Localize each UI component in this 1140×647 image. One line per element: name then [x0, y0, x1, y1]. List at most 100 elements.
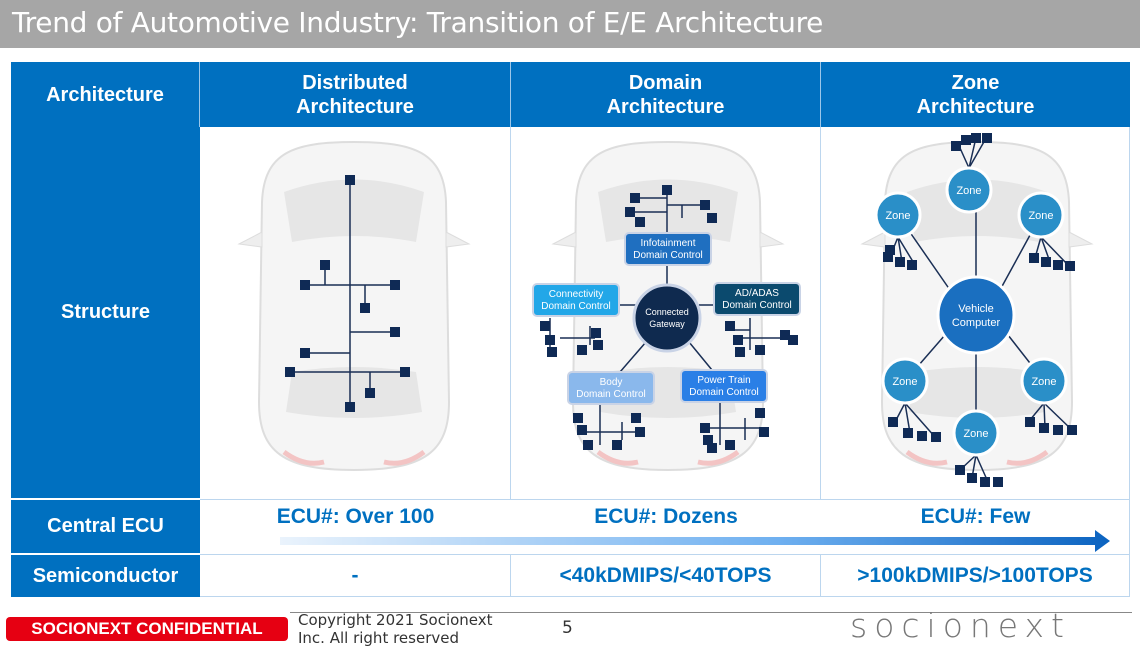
- ecu-node: [300, 280, 310, 290]
- ecu-node: [630, 193, 640, 203]
- row-label-semiconductor: Semiconductor: [11, 555, 200, 597]
- ecu-node: [955, 465, 965, 475]
- row-label-structure: Structure: [11, 127, 200, 500]
- ecu-node: [1065, 261, 1075, 271]
- ecu-node: [759, 427, 769, 437]
- zone-node: Zone: [952, 409, 1000, 457]
- ecu-node: [931, 432, 941, 442]
- structure-distributed: [200, 127, 511, 500]
- ecu-node: [967, 473, 977, 483]
- zone-network: [889, 139, 1073, 483]
- ecu-node: [982, 133, 992, 143]
- domain-label: Body: [600, 377, 623, 388]
- ecu-node: [700, 200, 710, 210]
- transition-arrow: [280, 530, 1110, 552]
- ecu-node: [577, 425, 587, 435]
- ecu-node: [1039, 423, 1049, 433]
- ecu-node: [540, 321, 550, 331]
- domain-label: Power Train: [697, 375, 750, 386]
- socionext-logo: socionext: [850, 606, 1071, 645]
- domain-ecu-nodes: [540, 185, 798, 453]
- ecu-node: [300, 348, 310, 358]
- ecu-node: [625, 207, 635, 217]
- semiconductor-distributed: -: [200, 555, 511, 597]
- ecu-zone: ECU#: Few: [920, 505, 1031, 528]
- ecu-node: [951, 141, 961, 151]
- ecu-node: [400, 367, 410, 377]
- row-label-architecture: Architecture: [11, 62, 200, 127]
- ecu-node: [725, 321, 735, 331]
- ecu-node: [1025, 417, 1035, 427]
- ecu-domain: ECU#: Dozens: [594, 505, 738, 528]
- ecu-node: [390, 327, 400, 337]
- ecu-node: [755, 408, 765, 418]
- ecu-node: [885, 245, 895, 255]
- ecu-node: [788, 335, 798, 345]
- footer-divider: [290, 612, 1132, 613]
- domain-label: Domain Control: [689, 387, 758, 398]
- central-ecu-row: [200, 500, 1130, 555]
- header-line: Architecture: [296, 95, 414, 118]
- zone-node: Zone: [874, 191, 922, 239]
- gateway-label: Connected: [645, 307, 689, 317]
- ecu-node: [593, 340, 603, 350]
- ecu-node: [360, 303, 370, 313]
- ecu-node: [573, 413, 583, 423]
- ecu-node: [365, 388, 375, 398]
- ecu-node: [707, 213, 717, 223]
- ecu-node: [703, 435, 713, 445]
- domain-label: AD/ADAS: [735, 288, 779, 299]
- ecu-node: [993, 477, 1003, 487]
- zone-label: Zone: [892, 376, 917, 388]
- domain-network: [549, 190, 790, 445]
- zone-label: Zone: [963, 428, 988, 440]
- ecu-node: [612, 440, 622, 450]
- zone-label: Zone: [1031, 376, 1056, 388]
- ecu-node: [888, 417, 898, 427]
- ecu-node: [1067, 425, 1077, 435]
- ecu-node: [733, 335, 743, 345]
- zone-label: Zone: [885, 210, 910, 222]
- ecu-node: [1029, 253, 1039, 263]
- zone-node: Zone: [945, 166, 993, 214]
- vehicle-computer-node: Vehicle Computer: [936, 275, 1016, 355]
- ecu-node: [577, 345, 587, 355]
- header-line: Distributed: [302, 71, 408, 94]
- ecu-node: [917, 431, 927, 441]
- ecu-node: [635, 427, 645, 437]
- ecu-node: [903, 428, 913, 438]
- ecu-node: [883, 252, 893, 262]
- gateway-node: Connected Gateway: [632, 283, 702, 353]
- distributed-network: [290, 180, 405, 407]
- ecu-node: [1053, 425, 1063, 435]
- computer-label: Vehicle: [958, 303, 993, 315]
- ecu-node: [725, 440, 735, 450]
- ecu-node: [345, 175, 355, 185]
- header-line: Architecture: [916, 95, 1035, 118]
- ecu-node: [1053, 260, 1063, 270]
- structure-domain: [511, 127, 821, 500]
- ecu-node: [583, 440, 593, 450]
- zone-label: Zone: [1028, 210, 1053, 222]
- car-outline-distributed: [239, 142, 469, 470]
- header-line: Domain: [628, 71, 703, 94]
- zone-ecu-nodes: [883, 133, 1077, 487]
- ecu-node: [390, 280, 400, 290]
- ecu-node: [735, 347, 745, 357]
- ecu-node: [907, 260, 917, 270]
- ecu-node: [961, 135, 971, 145]
- ecu-node: [971, 133, 981, 143]
- ecu-node: [700, 423, 710, 433]
- page-number: 5: [562, 618, 573, 638]
- ecu-node: [345, 402, 355, 412]
- zone-node: Zone: [881, 357, 929, 405]
- domain-label: Infotainment: [640, 238, 695, 249]
- ecu-node: [707, 443, 717, 453]
